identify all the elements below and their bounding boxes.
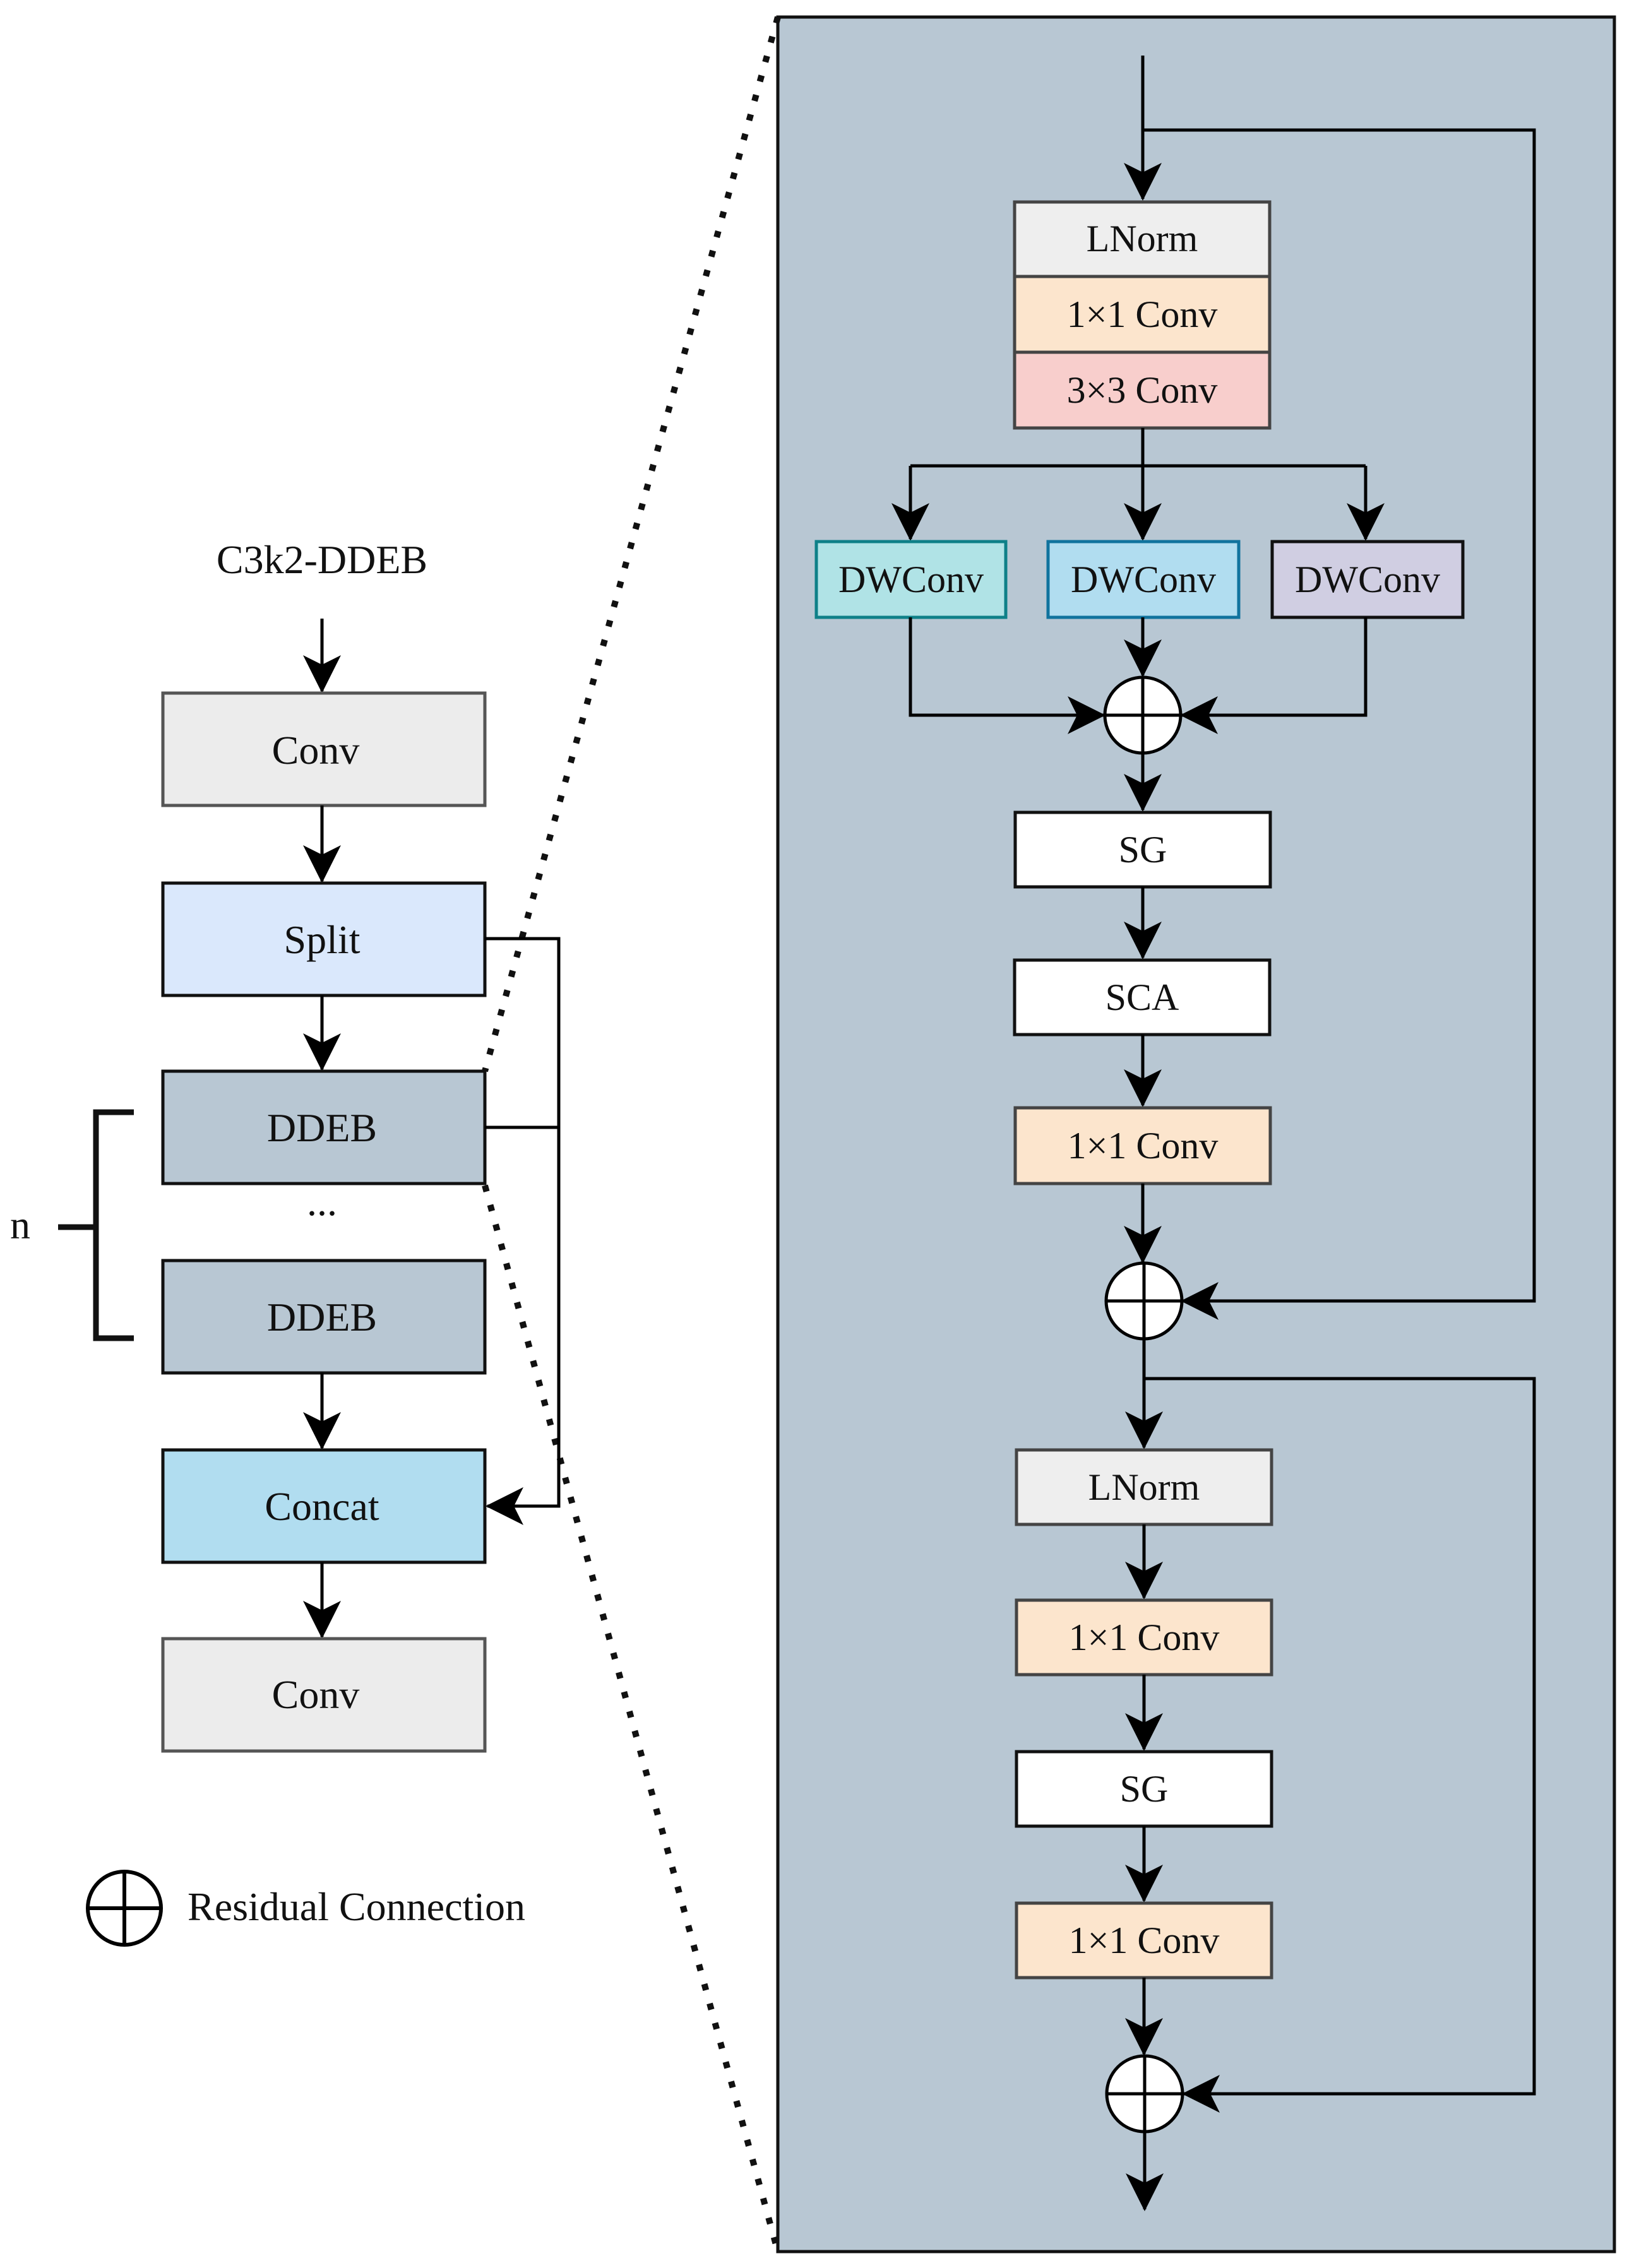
dwconv-2-block: DWConv <box>1046 540 1241 619</box>
lnorm-1-label: LNorm <box>1087 218 1198 259</box>
conv-bottom-block: Conv <box>161 1637 487 1753</box>
zoom-line-bottom <box>482 1184 781 2253</box>
legend-label: Residual Connection <box>188 1884 525 1929</box>
sg-1-label: SG <box>1119 829 1167 870</box>
residual-connection-icon <box>86 1870 163 1947</box>
dwconv-3-block: DWConv <box>1270 540 1465 619</box>
dwconv-1-block: DWConv <box>814 540 1008 619</box>
ddeb-block-2: DDEB <box>161 1259 487 1375</box>
ddeb-1-label: DDEB <box>267 1105 377 1150</box>
conv1x1-3-block: 1×1 Conv <box>1015 1598 1273 1677</box>
conv3x3-block: 3×3 Conv <box>1013 350 1272 430</box>
module-title: C3k2-DDEB <box>217 537 427 582</box>
concat-block: Concat <box>161 1448 487 1564</box>
sca-block: SCA <box>1013 958 1272 1036</box>
zoom-line-top <box>482 16 781 1072</box>
sg-2-label: SG <box>1120 1768 1169 1810</box>
dwconv-1-label: DWConv <box>838 559 984 600</box>
lnorm-2-block: LNorm <box>1015 1448 1273 1526</box>
ellipsis: ... <box>307 1179 337 1224</box>
add-node-1-icon <box>1103 675 1183 755</box>
conv1x1-4-block: 1×1 Conv <box>1015 1901 1273 1980</box>
merge-left <box>909 617 1106 734</box>
add-node-2-icon <box>1104 1261 1184 1341</box>
dwconv-3-label: DWConv <box>1295 559 1440 600</box>
residual-branch-1 <box>1143 128 1536 1320</box>
split-bypass-connector <box>485 937 561 1525</box>
conv1x1-3-label: 1×1 Conv <box>1069 1617 1220 1658</box>
lnorm-2-label: LNorm <box>1088 1466 1200 1508</box>
ddeb-block-1: DDEB <box>161 1069 487 1185</box>
conv-top-block: Conv <box>161 691 487 807</box>
add-node-3-icon <box>1105 2054 1184 2134</box>
conv1x1-1-label: 1×1 Conv <box>1067 294 1218 335</box>
sg-2-block: SG <box>1015 1750 1273 1828</box>
conv1x1-2-block: 1×1 Conv <box>1013 1106 1272 1185</box>
sg-1-block: SG <box>1013 810 1272 889</box>
lnorm-1-block: LNorm <box>1013 200 1272 278</box>
split-label: Split <box>284 917 361 962</box>
sca-label: SCA <box>1106 977 1179 1018</box>
conv1x1-2-label: 1×1 Conv <box>1068 1125 1219 1167</box>
concat-label: Concat <box>265 1484 379 1529</box>
ddeb-2-label: DDEB <box>267 1295 377 1339</box>
conv3x3-label: 3×3 Conv <box>1067 369 1218 411</box>
repeat-label: n <box>10 1202 30 1247</box>
residual-branch-2 <box>1144 1377 1536 2113</box>
conv1x1-1-block: 1×1 Conv <box>1013 275 1272 354</box>
repeat-bracket <box>58 1109 134 1341</box>
split-block: Split <box>161 881 487 997</box>
conv-top-label: Conv <box>272 728 360 773</box>
conv1x1-4-label: 1×1 Conv <box>1069 1920 1220 1961</box>
dwconv-2-label: DWConv <box>1071 559 1216 600</box>
conv-bottom-label: Conv <box>272 1672 360 1717</box>
merge-right <box>1180 617 1368 734</box>
